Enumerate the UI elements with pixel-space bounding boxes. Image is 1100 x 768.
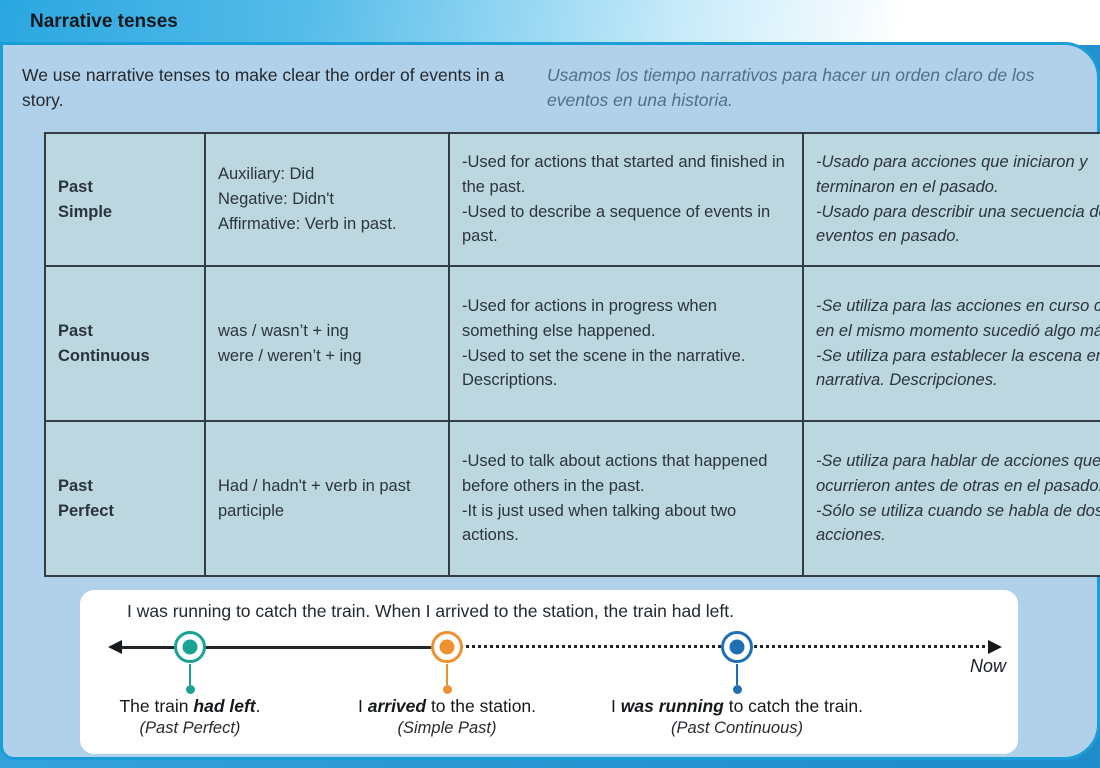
content-panel: We use narrative tenses to make clear th…: [0, 42, 1100, 760]
event-marker-simple-past: [430, 631, 463, 663]
form-cell: Auxiliary: Did Negative: Didn't Affirmat…: [204, 132, 450, 267]
event-label-simple-past: I arrived to the station. (Simple Past): [358, 695, 536, 739]
arrow-left-icon: [108, 640, 122, 654]
intro-english: We use narrative tenses to make clear th…: [22, 65, 505, 111]
table-row-past-simple: Past Simple Auxiliary: Did Negative: Did…: [44, 132, 1100, 267]
event-label-past-perfect: The train had left. (Past Perfect): [119, 695, 260, 739]
event-connector-dot: [185, 685, 195, 694]
intro-spanish: Usamos los tiempo narrativos para hacer …: [547, 65, 1035, 111]
usage-spanish-cell: -Se utiliza para las acciones en curso c…: [802, 265, 1100, 422]
event-sentence: I arrived to the station.: [357, 696, 537, 716]
event-tense-label: (Past Continuous): [670, 718, 804, 737]
timeline-line-dotted: [447, 645, 992, 648]
event-label-past-continuous: I was running to catch the train. (Past …: [611, 695, 863, 739]
arrow-right-icon: [988, 640, 1002, 654]
event-marker-dot: [729, 639, 744, 655]
tense-name-cell: Past Simple: [44, 132, 206, 267]
timeline-panel: I was running to catch the train. When I…: [80, 590, 1018, 754]
page-title: Narrative tenses: [30, 11, 178, 32]
event-marker-dot: [439, 639, 454, 655]
event-sentence: The train had left.: [119, 696, 261, 716]
tenses-table: Past Simple Auxiliary: Did Negative: Did…: [44, 132, 1100, 577]
usage-spanish-cell: -Se utiliza para hablar de acciones que …: [802, 420, 1100, 577]
form-cell: was / wasn’t + ing were / weren’t + ing: [204, 265, 450, 422]
timeline-line-solid: [120, 646, 447, 649]
event-tense-label: (Simple Past): [397, 718, 497, 737]
table-row-past-perfect: Past Perfect Had / hadn't + verb in past…: [44, 420, 1100, 577]
usage-english-cell: -Used for actions that started and finis…: [448, 132, 804, 267]
event-connector: [736, 664, 738, 685]
example-sentence: I was running to catch the train. When I…: [127, 601, 734, 621]
event-marker-past-continuous: [720, 631, 753, 663]
event-marker-past-perfect: [173, 631, 206, 663]
usage-english-cell: -Used for actions in progress when somet…: [448, 265, 804, 422]
now-label: Now: [969, 656, 1006, 676]
table-row-past-continuous: Past Continuous was / wasn’t + ing were …: [44, 265, 1100, 422]
event-tense-label: (Past Perfect): [139, 718, 241, 737]
header-bar: Narrative tenses: [0, 0, 1100, 45]
event-sentence: I was running to catch the train.: [611, 696, 863, 716]
tense-name-cell: Past Continuous: [44, 265, 206, 422]
event-connector: [189, 664, 191, 685]
usage-english-cell: -Used to talk about actions that happene…: [448, 420, 804, 577]
form-cell: Had / hadn't + verb in past participle: [204, 420, 450, 577]
event-marker-dot: [182, 639, 197, 655]
event-connector-dot: [442, 685, 452, 694]
tense-name-cell: Past Perfect: [44, 420, 206, 577]
event-connector: [446, 664, 448, 685]
event-connector-dot: [732, 685, 742, 694]
usage-spanish-cell: -Usado para acciones que iniciaron y ter…: [802, 132, 1100, 267]
